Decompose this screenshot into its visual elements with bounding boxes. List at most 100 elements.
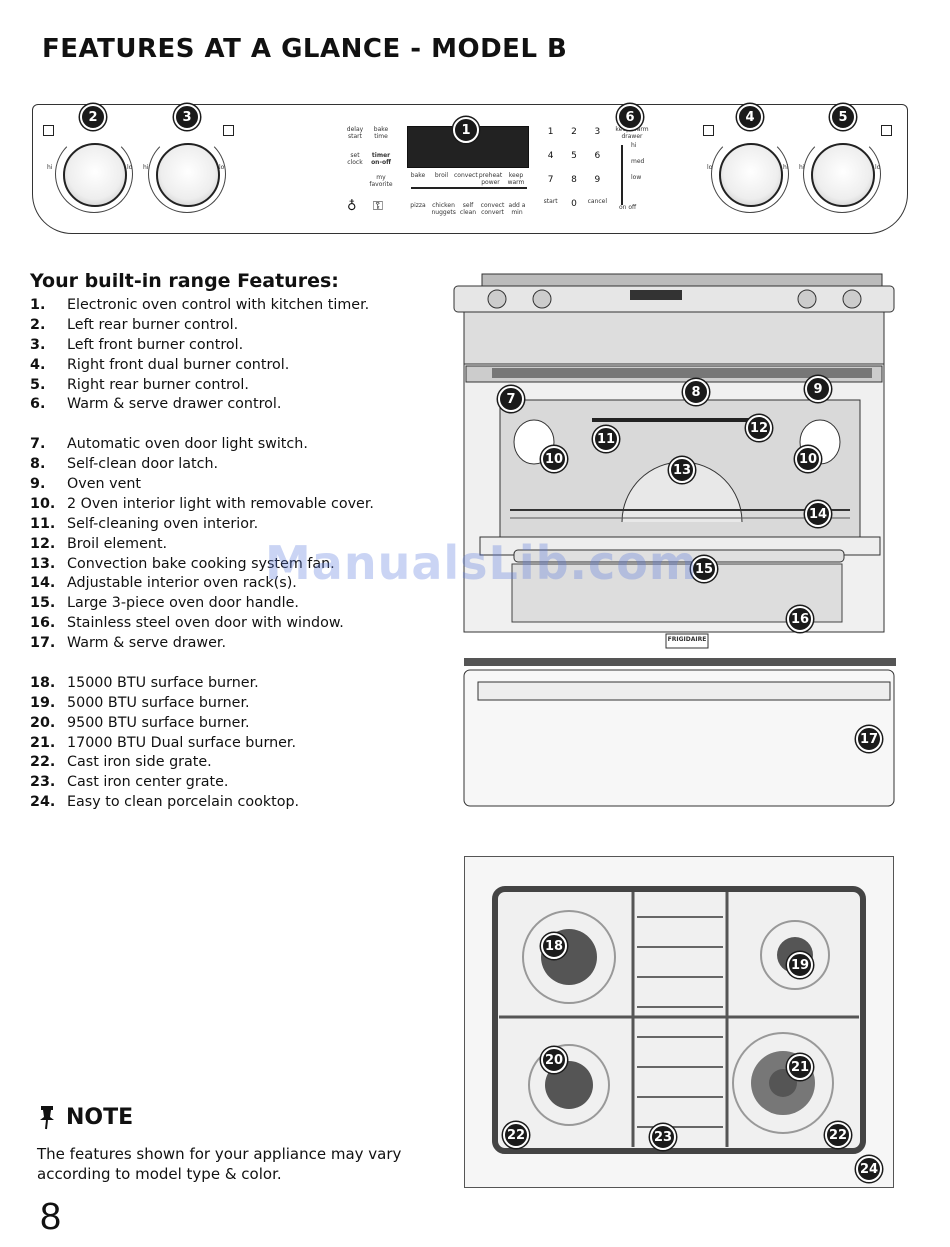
- feature-number: 16.: [30, 615, 56, 632]
- cooktop-diagram: [464, 856, 894, 1188]
- list-item: 23.Cast iron center grate.: [30, 773, 374, 793]
- list-item: 14. Adjustable interior oven rack(s).: [30, 574, 374, 594]
- feature-number: 21.: [30, 734, 56, 751]
- feature-text: Right front dual burner control.: [67, 356, 290, 373]
- list-item: 1.Electronic oven control with kitchen t…: [30, 296, 374, 316]
- feature-number: 2.: [30, 316, 46, 333]
- left-rear-burner-knob: [63, 143, 127, 207]
- key-convect: convect: [454, 172, 478, 179]
- callout-4: 4: [737, 104, 763, 130]
- key-convect-convert: convect convert: [480, 202, 505, 216]
- mode-keys-lower-row: pizza chicken nuggets self clean convect…: [407, 202, 527, 216]
- list-item: 22. Cast iron side grate.: [30, 753, 374, 773]
- callout-19: 19: [787, 952, 813, 978]
- callout-17: 17: [856, 726, 882, 752]
- feature-number: 9.: [30, 476, 46, 493]
- callout-1: 1: [453, 117, 479, 143]
- list-item: 16.Stainless steel oven door with window…: [30, 614, 374, 634]
- callout-10: 10: [795, 446, 821, 472]
- feature-number: 3.: [30, 336, 46, 353]
- feature-text: Warm & serve drawer.: [67, 635, 227, 652]
- feature-number: 13.: [30, 555, 56, 572]
- list-item: 15.Large 3-piece oven door handle.: [30, 594, 374, 614]
- key-self-clean: self clean: [459, 202, 477, 216]
- callout-13: 13: [669, 457, 695, 483]
- list-item: 6.Warm & serve drawer control.: [30, 395, 374, 415]
- knob-hi-label: hi: [47, 164, 53, 171]
- keypad-key: 0: [571, 199, 577, 209]
- feature-text: 15000 BTU surface burner.: [67, 674, 259, 691]
- drawer-level-med: med: [631, 158, 645, 165]
- key-bake-time: bake time: [373, 126, 389, 140]
- list-item: 20.9500 BTU surface burner.: [30, 714, 374, 734]
- feature-number: 15.: [30, 595, 56, 612]
- feature-text: 17000 BTU Dual surface burner.: [67, 734, 297, 751]
- list-item: 2. Left rear burner control.: [30, 316, 374, 336]
- feature-text: Left rear burner control.: [67, 316, 239, 333]
- feature-number: 20.: [30, 714, 56, 731]
- burner-position-icon: [703, 125, 714, 136]
- mode-keys-row: bake broil convect preheat power keep wa…: [407, 172, 527, 186]
- key-chicken-nuggets: chicken nuggets: [431, 202, 456, 216]
- list-item: 12.Broil element.: [30, 535, 374, 555]
- callout-11: 11: [593, 426, 619, 452]
- feature-text: 2 Oven interior light with removable cov…: [67, 495, 374, 512]
- feature-number: 24.: [30, 794, 56, 811]
- callout-20: 20: [541, 1047, 567, 1073]
- list-item: 7. Automatic oven door light switch.: [30, 435, 374, 455]
- numeric-keypad: 1 2 3 4 5 6 7 8 9 start 0 cancel: [539, 127, 609, 209]
- light-bulb-icon: ♁: [347, 199, 357, 214]
- feature-number: 7.: [30, 436, 46, 453]
- callout-22: 22: [825, 1122, 851, 1148]
- knob-hi-label: hi: [799, 164, 805, 171]
- key-pizza: pizza: [410, 202, 426, 209]
- feature-text: Electronic oven control with kitchen tim…: [67, 297, 370, 313]
- feature-text: Self-clean door latch.: [67, 456, 219, 473]
- list-item: 8. Self-clean door latch.: [30, 455, 374, 475]
- knob-hi-label: hi: [143, 164, 149, 171]
- drawer-level-hi: hi: [631, 142, 637, 149]
- knob-dial-ring: [148, 135, 226, 213]
- callout-24: 24: [856, 1156, 882, 1182]
- keypad-key: 2: [571, 127, 577, 137]
- callout-9: 9: [805, 376, 831, 402]
- feature-text: Broil element.: [67, 535, 168, 552]
- knob-hi-label: hi: [783, 164, 789, 171]
- callout-16: 16: [787, 606, 813, 632]
- list-item: 17.Warm & serve drawer.: [30, 634, 374, 654]
- feature-number: 22.: [30, 754, 56, 771]
- keypad-key: 7: [547, 175, 554, 185]
- note-title: NOTE: [66, 1104, 134, 1130]
- feature-text: Cast iron side grate.: [67, 754, 212, 771]
- note-heading: NOTE: [38, 1104, 133, 1130]
- key-keep-warm: keep warm: [507, 172, 525, 186]
- feature-number: 14.: [30, 575, 56, 592]
- list-item: 13.Convection bake cooking system fan.: [30, 555, 374, 575]
- door-brand-badge: FRIGIDAIRE: [667, 636, 707, 643]
- key-preheat-power: preheat power: [478, 172, 503, 186]
- callout-15: 15: [691, 556, 717, 582]
- list-item: 4.Right front dual burner control.: [30, 356, 374, 376]
- feature-text: Cast iron center grate.: [67, 774, 229, 791]
- burner-position-icon: [43, 125, 54, 136]
- drawer-level-low: low: [631, 174, 642, 181]
- feature-number: 8.: [30, 456, 46, 473]
- keypad-key: 5: [571, 151, 577, 161]
- keypad-key: 8: [571, 175, 577, 185]
- list-item: 21. 17000 BTU Dual surface burner.: [30, 734, 374, 754]
- key-bake: bake: [410, 172, 426, 179]
- callout-8: 8: [683, 379, 709, 405]
- feature-text: Automatic oven door light switch.: [67, 436, 308, 453]
- knob-lo-label: lo: [707, 164, 713, 171]
- key-timer: timer on-off: [371, 152, 391, 166]
- callout-7: 7: [498, 386, 524, 412]
- knob-lo-label: lo: [219, 164, 225, 171]
- feature-text: Adjustable interior oven rack(s).: [67, 575, 297, 592]
- left-front-burner-knob: [156, 143, 220, 207]
- callout-10: 10: [541, 446, 567, 472]
- feature-text: Right rear burner control.: [67, 376, 249, 393]
- list-item: 19.5000 BTU surface burner.: [30, 694, 374, 714]
- list-item: 24.Easy to clean porcelain cooktop.: [30, 793, 374, 813]
- lock-icon: ⚿: [373, 199, 383, 214]
- burner-position-icon: [881, 125, 892, 136]
